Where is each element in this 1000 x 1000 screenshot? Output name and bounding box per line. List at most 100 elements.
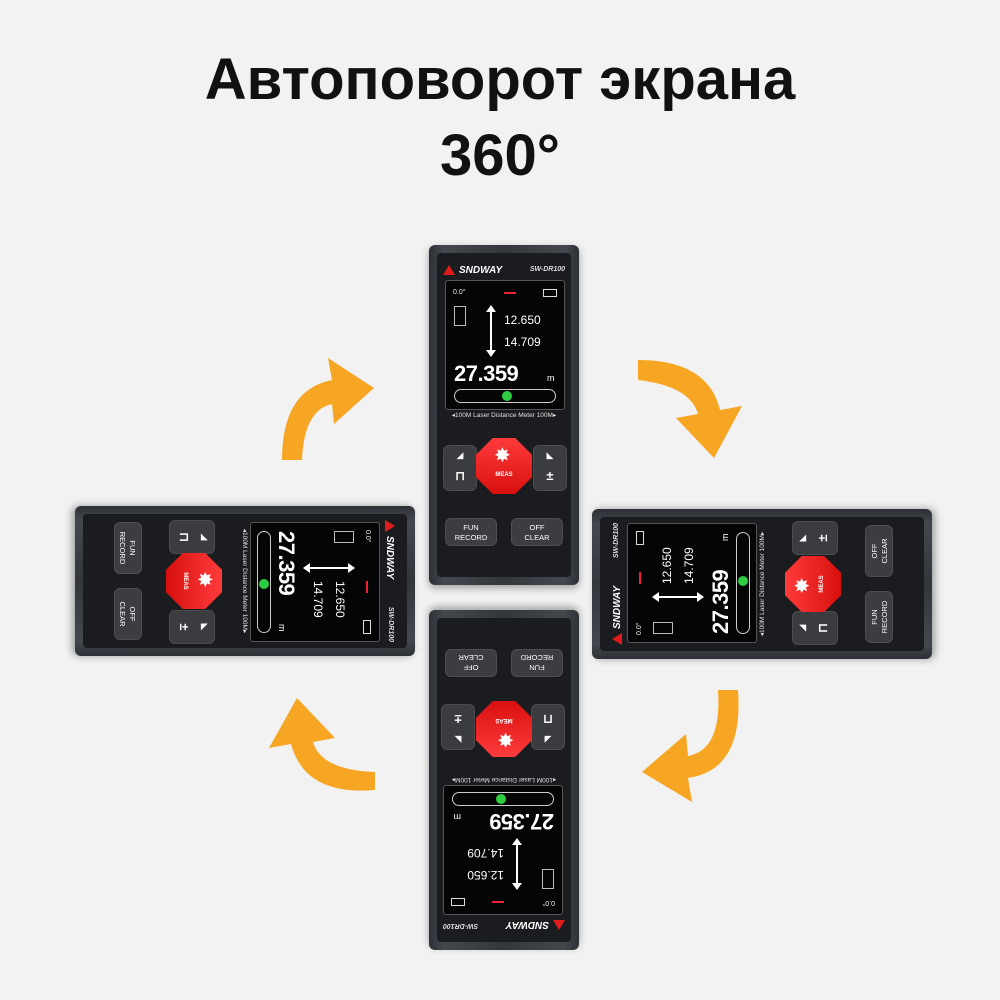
area-mode-button[interactable]: ◢ ⊓ (169, 520, 215, 554)
laser-star-icon: ✸ (792, 577, 814, 594)
device-caption: ◂100M Laser Distance Meter 100M▸ (451, 776, 557, 783)
reading-2: 14.709 (682, 547, 696, 584)
battery-icon (543, 289, 557, 297)
brand-logo-icon (443, 265, 455, 275)
main-reading: 27.359 (274, 531, 299, 596)
meas-button[interactable]: ✸ MEAS (476, 701, 532, 757)
triangle-icon: ◢ (456, 450, 464, 460)
vertical-arrow-icon (305, 567, 353, 569)
meas-button[interactable]: ✸ MEAS (785, 556, 841, 612)
off-label: OFF (463, 663, 479, 672)
record-label: RECORD (520, 653, 554, 662)
vertical-arrow-icon (516, 840, 518, 888)
meas-button[interactable]: ✸ MEAS (476, 438, 532, 494)
tilt-angle: 0.0° (636, 622, 643, 635)
area-mode-button[interactable]: ◢ ⊓ (531, 704, 565, 750)
plus-minus-button[interactable]: ◣ ± (169, 610, 215, 644)
rotate-arrow-icon-top-left (262, 340, 402, 480)
brand-name: SNDWAY (384, 536, 395, 580)
reading-2: 14.709 (504, 335, 541, 349)
fun-record-button[interactable]: FUN RECORD (114, 522, 142, 574)
triangle-icon: ◣ (546, 450, 554, 460)
lcd-screen: 0.0° 12.650 14.709 27.359 m (443, 785, 563, 915)
plus-minus-button[interactable]: ◣ ± (441, 704, 475, 750)
laser-meter-right: SNDWAY SW-DR100 0.0° 12.650 14.709 27.35… (592, 509, 932, 659)
battery-icon (636, 531, 644, 545)
off-clear-button[interactable]: OFF CLEAR (445, 649, 497, 677)
brand-name: SNDWAY (505, 919, 549, 930)
status-dot (496, 794, 506, 804)
area-icon: ⊓ (815, 622, 830, 634)
vertical-arrow-icon (654, 596, 702, 598)
laser-meter-bottom: SNDWAY SW-DR100 0.0° 12.650 14.709 27.35… (429, 610, 579, 950)
device-caption: ◂100M Laser Distance Meter 100M▸ (759, 531, 766, 637)
brand-logo-icon (385, 520, 395, 532)
clear-label: CLEAR (458, 653, 484, 662)
brand-logo-icon (553, 920, 565, 930)
fun-label: FUN (529, 663, 545, 672)
clear-label: CLEAR (880, 538, 889, 564)
main-reading: 27.359 (489, 809, 554, 834)
reading-2: 14.709 (467, 846, 504, 860)
laser-star-icon: ✸ (193, 571, 215, 588)
tilt-angle: 0.0° (453, 289, 466, 296)
main-reading: 27.359 (708, 569, 733, 634)
unit: m (720, 533, 730, 542)
laser-star-icon: ✸ (494, 445, 511, 467)
fun-record-button[interactable]: FUN RECORD (865, 591, 893, 643)
laser-meter-top: SNDWAY SW-DR100 0.0° 12.650 14.709 27.35… (429, 245, 579, 585)
fun-label: FUN (463, 523, 479, 532)
off-label: OFF (128, 606, 137, 622)
lcd-screen: 0.0° 12.650 14.709 27.359 m (250, 522, 380, 642)
mode-icon (542, 869, 554, 889)
status-bar (736, 532, 750, 634)
triangle-icon: ◣ (454, 735, 462, 745)
record-label: RECORD (118, 531, 127, 565)
status-dot (738, 576, 748, 586)
triangle-icon: ◣ (797, 534, 807, 542)
off-label: OFF (870, 543, 879, 559)
model-name: SW-DR100 (387, 606, 394, 642)
tilt-angle: 0.0° (364, 530, 371, 543)
headline: Автоповорот экрана (204, 47, 796, 112)
mode-icon (454, 306, 466, 326)
plus-minus-button[interactable]: ◣ ± (792, 521, 838, 555)
plus-minus-icon: ± (815, 534, 830, 542)
meas-label: MEAS (495, 717, 513, 723)
laser-indicator (639, 572, 641, 584)
clear-label: CLEAR (524, 533, 550, 542)
triangle-icon: ◢ (200, 533, 210, 541)
brand-name: SNDWAY (459, 265, 503, 276)
off-clear-button[interactable]: OFF CLEAR (865, 525, 893, 577)
off-clear-button[interactable]: OFF CLEAR (511, 518, 563, 546)
status-dot (259, 579, 269, 589)
rotate-arrow-icon-bottom-left (245, 680, 385, 820)
laser-star-icon: ✸ (497, 728, 514, 750)
reading-1: 12.650 (660, 547, 674, 584)
area-mode-button[interactable]: ◢ ⊓ (792, 611, 838, 645)
plus-minus-button[interactable]: ◣ ± (533, 445, 567, 491)
off-clear-button[interactable]: OFF CLEAR (114, 588, 142, 640)
reading-2: 14.709 (311, 581, 325, 618)
rotate-arrow-icon-bottom-right (628, 680, 768, 820)
area-mode-button[interactable]: ◢ ⊓ (443, 445, 477, 491)
meas-button[interactable]: ✸ MEAS (166, 553, 222, 609)
area-icon: ⊓ (454, 468, 466, 483)
record-label: RECORD (454, 533, 488, 542)
plus-minus-icon: ± (546, 468, 554, 483)
reading-1: 12.650 (333, 581, 347, 618)
triangle-icon: ◢ (544, 735, 552, 745)
meas-label: MEAS (495, 472, 513, 478)
meas-label: MEAS (819, 575, 825, 593)
meas-label: MEAS (182, 572, 188, 590)
area-icon: ⊓ (542, 712, 554, 727)
battery-icon (363, 620, 371, 634)
model-name: SW-DR100 (529, 266, 565, 273)
model-name: SW-DR100 (613, 523, 620, 559)
clear-label: CLEAR (118, 601, 127, 627)
battery-icon (451, 898, 465, 906)
plus-minus-icon: ± (177, 623, 192, 631)
fun-record-button[interactable]: FUN RECORD (445, 518, 497, 546)
fun-record-button[interactable]: FUN RECORD (511, 649, 563, 677)
model-name: SW-DR100 (443, 922, 479, 929)
